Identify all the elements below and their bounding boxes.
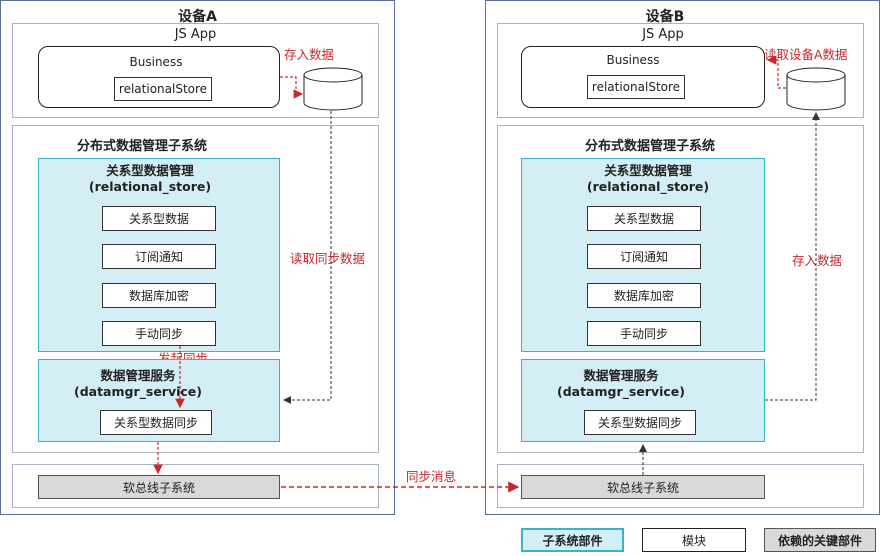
- device-a-save-data-label: 存入数据: [284, 47, 335, 62]
- device-a-read-sync-arrow: [283, 111, 332, 404]
- device-b-js-app-label: JS App: [642, 27, 684, 42]
- device-a-module-manual-sync: 手动同步: [102, 321, 216, 346]
- device-a-module-relational-data: 关系型数据: [102, 206, 216, 231]
- device-a-save-arrow: [280, 76, 304, 99]
- device-a-database-icon: [303, 67, 363, 111]
- device-a-module-db-encryption: 数据库加密: [102, 283, 216, 308]
- device-b-relational-store-title: 关系型数据管理: [604, 163, 692, 178]
- legend-module: 模块: [642, 528, 746, 552]
- device-b-module-relational-data: 关系型数据: [587, 206, 701, 231]
- device-a-module-subscribe-notify: 订阅通知: [102, 244, 216, 269]
- device-b-softbus-part: 软总线子系统: [521, 475, 765, 499]
- device-a-business-label: Business: [129, 55, 183, 69]
- device-b-datamgr-title: 数据管理服务: [583, 368, 659, 383]
- device-b-relational-store-subtitle: (relational_store): [586, 179, 710, 194]
- device-a-datamgr-subtitle: (datamgr_service): [73, 384, 202, 399]
- device-a-title: 设备A: [178, 9, 217, 25]
- device-b-relationalstore-module: relationalStore: [587, 75, 685, 99]
- device-a-js-app-label: JS App: [174, 27, 217, 42]
- device-b-save-data-label: 存入数据: [792, 253, 843, 268]
- device-b-save-arrow: [765, 112, 820, 401]
- device-a-distributed-label: 分布式数据管理子系统: [76, 139, 207, 154]
- device-b-datamgr-subtitle: (datamgr_service): [556, 384, 685, 399]
- device-b-read-device-a-label: 读取设备A数据: [764, 47, 848, 62]
- device-b-datamgr-sync-module: 关系型数据同步: [584, 410, 696, 435]
- device-b-database-icon: [786, 67, 846, 111]
- device-a-datamgr-sync-module: 关系型数据同步: [100, 410, 212, 435]
- device-b-distributed-label: 分布式数据管理子系统: [584, 139, 715, 154]
- device-a-softbus-part: 软总线子系统: [38, 475, 280, 499]
- device-a-relationalstore-module: relationalStore: [114, 77, 212, 101]
- legend-subsystem-part: 子系统部件: [521, 528, 624, 552]
- device-b-module-db-encryption: 数据库加密: [587, 283, 701, 308]
- device-b-read-arrow: [766, 55, 786, 89]
- device-b-module-subscribe-notify: 订阅通知: [587, 244, 701, 269]
- legend-key-dependency: 依赖的关键部件: [764, 528, 876, 552]
- device-a-read-sync-label: 读取同步数据: [290, 251, 366, 266]
- device-b-title: 设备B: [645, 9, 685, 25]
- device-b-module-manual-sync: 手动同步: [587, 321, 701, 346]
- device-b-business-label: Business: [606, 53, 660, 67]
- sync-message-label: 同步消息: [406, 469, 457, 484]
- device-a-relational-store-subtitle: (relational_store): [88, 179, 212, 194]
- device-a-datamgr-title: 数据管理服务: [100, 368, 176, 383]
- device-a-relational-store-title: 关系型数据管理: [106, 163, 194, 178]
